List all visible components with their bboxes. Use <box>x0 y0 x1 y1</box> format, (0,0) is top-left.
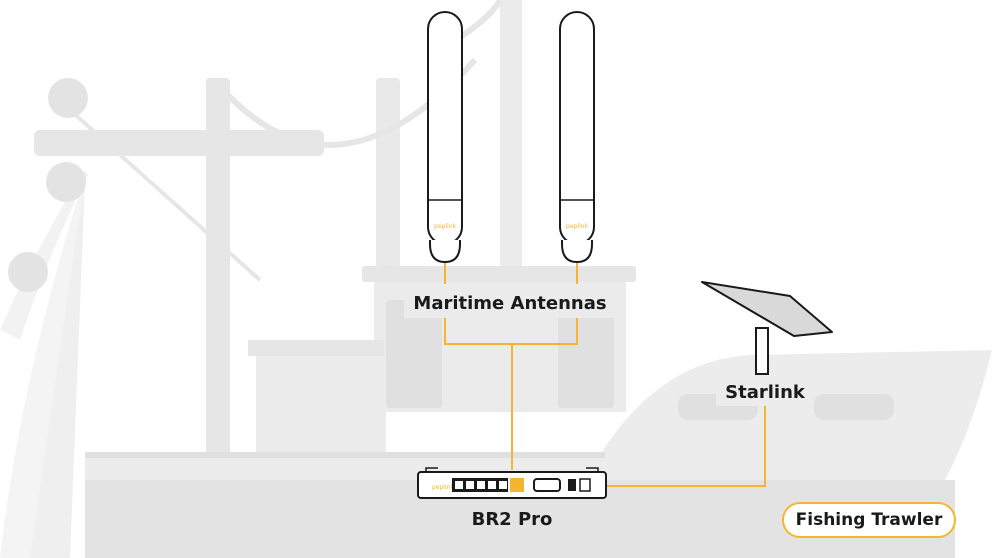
antennas-label: Maritime Antennas <box>413 293 606 314</box>
router-icon: peplink <box>417 467 607 499</box>
svg-text:peplink: peplink <box>566 223 588 230</box>
maritime-antenna-right: peplink <box>559 11 595 264</box>
starlink-to-router-line <box>596 406 766 487</box>
svg-text:peplink: peplink <box>434 223 456 230</box>
vessel-type-badge: Fishing Trawler <box>782 502 956 538</box>
starlink-label-bg <box>716 376 814 406</box>
starlink-label: Starlink <box>725 382 806 403</box>
maritime-antenna-left: peplink <box>427 11 463 264</box>
antennas-label-bg <box>404 284 616 318</box>
connection-lines <box>444 262 766 487</box>
router-label: BR2 Pro <box>472 509 553 530</box>
starlink-dish-icon <box>701 281 833 375</box>
svg-text:peplink: peplink <box>432 484 454 491</box>
